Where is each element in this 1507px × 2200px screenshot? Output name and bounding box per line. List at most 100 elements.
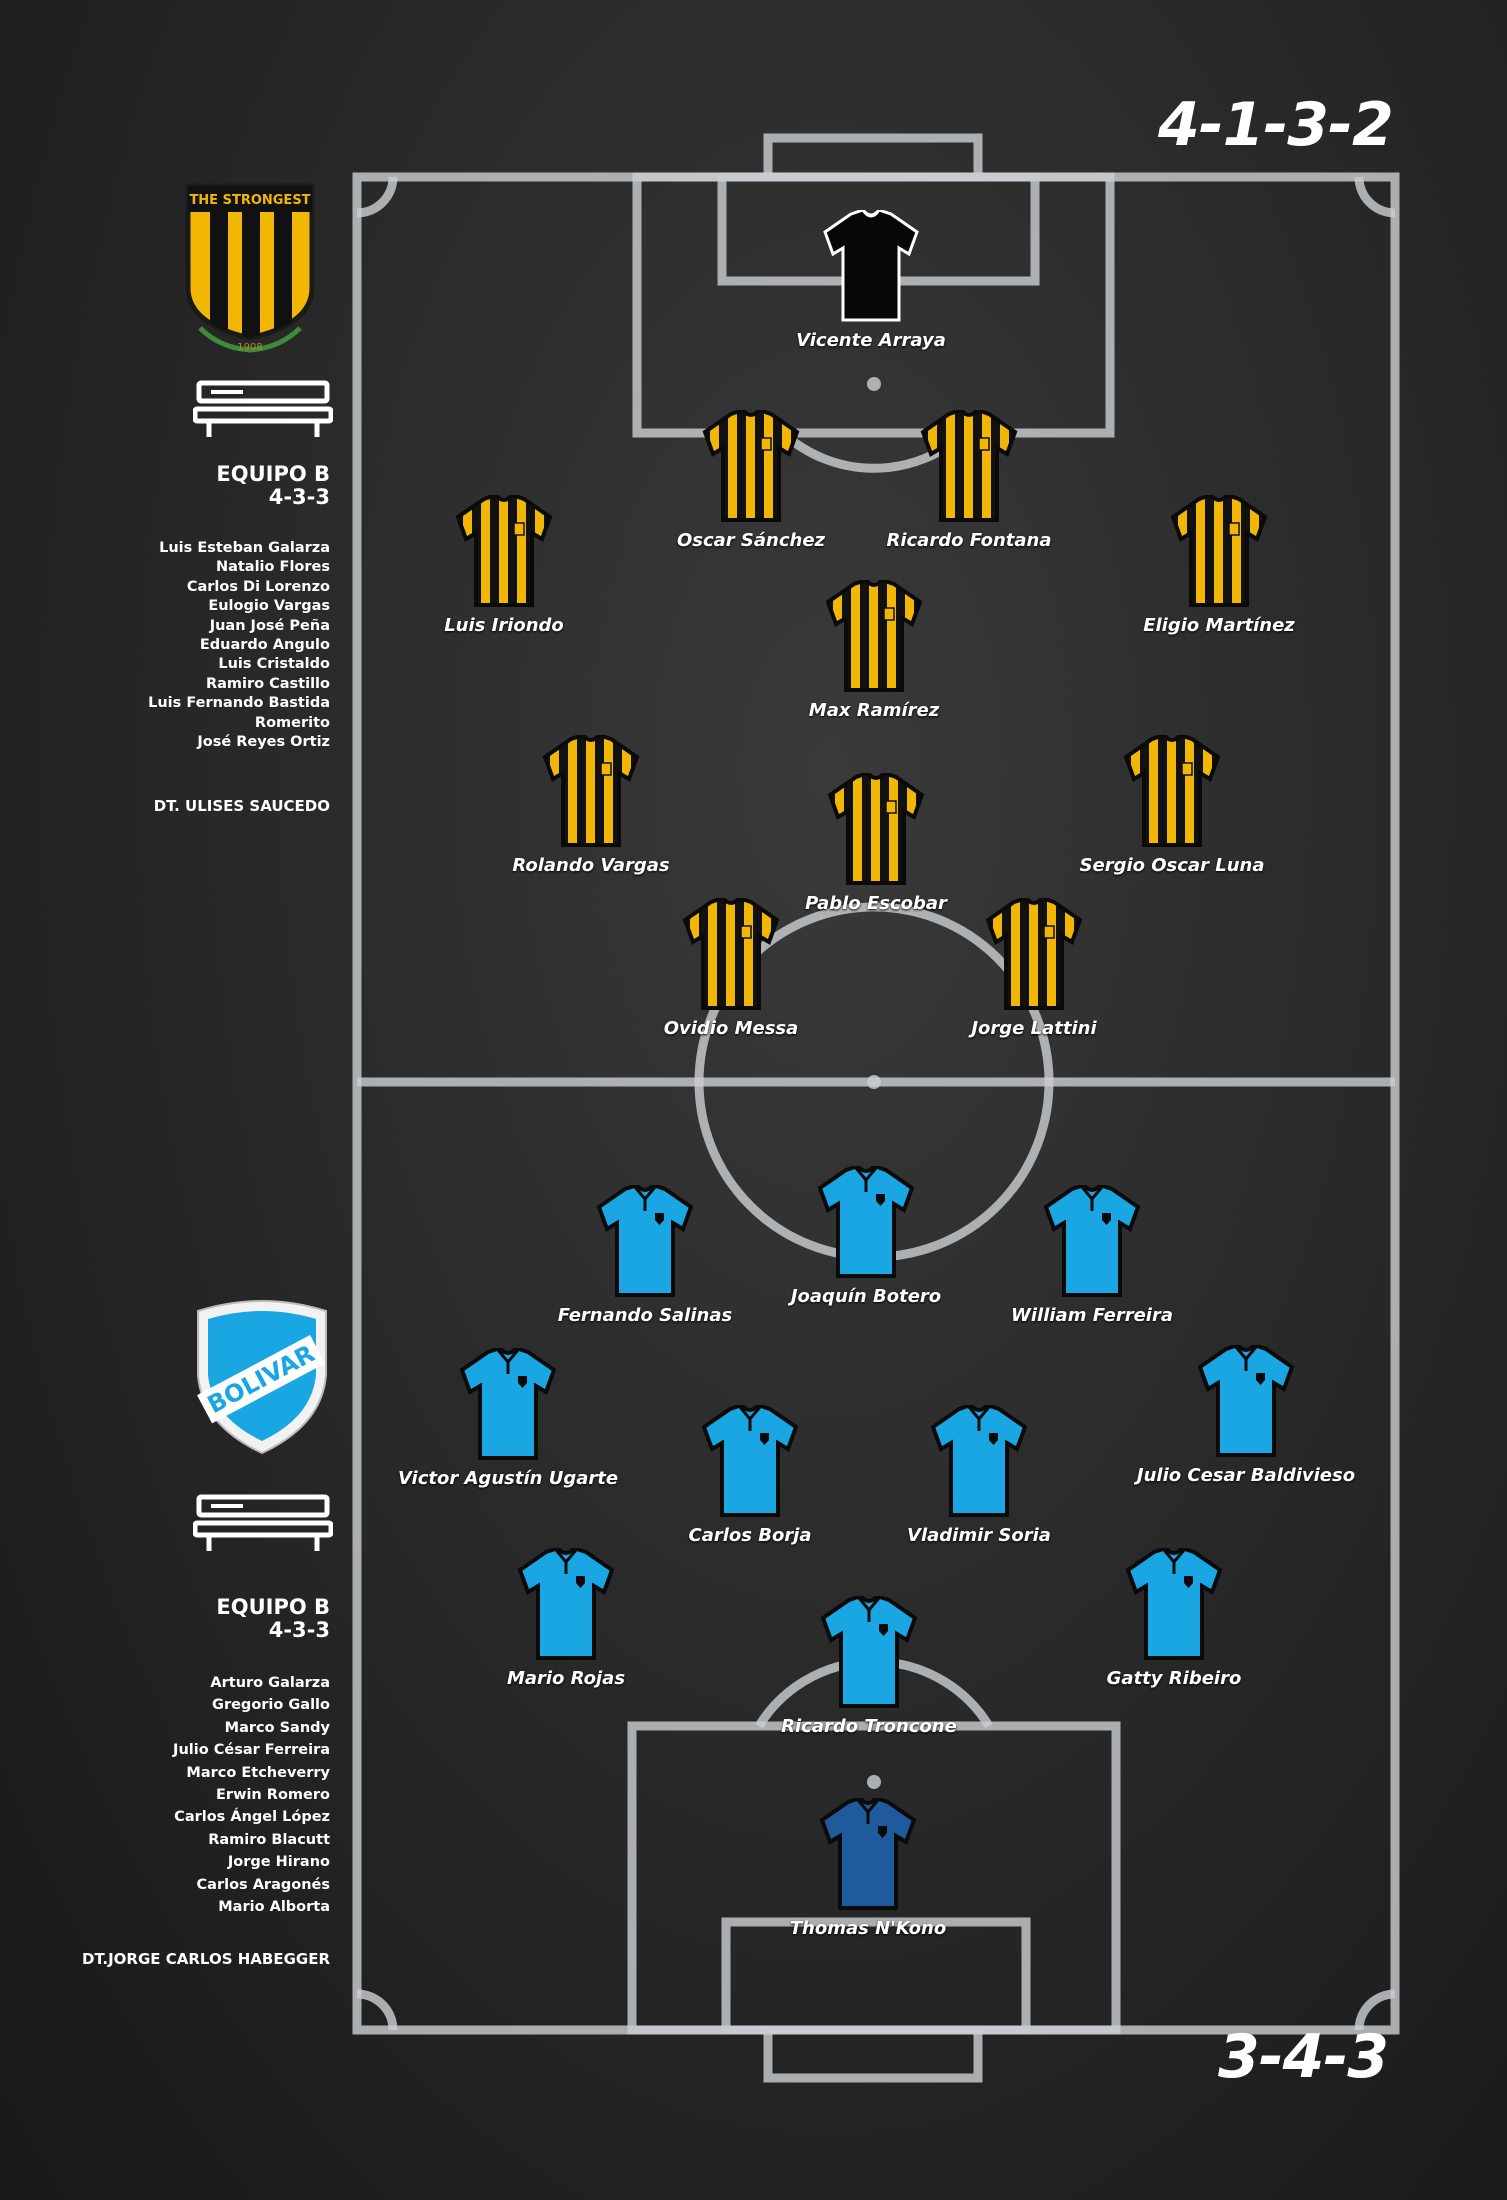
bench-player: Jorge Hirano [227,1854,330,1871]
bench-formation: 4-3-3 [268,485,330,509]
bench-player: Gregorio Gallo [212,1697,330,1714]
jersey-icon [597,1185,693,1297]
bench-formation: 4-3-3 [268,1618,330,1642]
bench-player: Juan José Peña [209,617,330,634]
player-victor-agustin-ugarte: Victor Agustín Ugarte [378,1348,638,1489]
bench-player: Julio César Ferreira [173,1742,330,1759]
bolivar-crest: BOLIVAR [197,1300,327,1455]
player-name: Oscar Sánchez [676,530,826,551]
bench-player: Eulogio Vargas [208,598,330,615]
jersey-icon [518,1548,614,1660]
jersey-icon [828,773,924,885]
player-joaquin-botero: Joaquín Botero [736,1166,996,1307]
bench-player: Carlos Di Lorenzo [186,578,330,595]
player-mario-rojas: Mario Rojas [436,1548,696,1689]
bench-player: Marco Etcheverry [186,1764,330,1781]
player-rolando-vargas: Rolando Vargas [461,735,721,876]
jersey-icon [702,1405,798,1517]
player-ovidio-messa: Ovidio Messa [601,898,861,1039]
top-bench-panel: EQUIPO B 4-3-3 Luis Esteban Galarza Nata… [90,463,330,752]
jersey-icon [826,580,922,692]
bench-list: Luis Esteban Galarza Natalio Flores Carl… [90,539,330,752]
jersey-icon [1198,1345,1294,1457]
bench-player: José Reyes Ortiz [197,734,330,751]
player-jorge-lattini: Jorge Lattini [904,898,1164,1039]
jersey-icon [986,898,1082,1010]
crest-year: 1908 [237,342,262,353]
player-william-ferreira: William Ferreira [962,1185,1222,1326]
jersey-icon [818,1166,914,1278]
jersey-icon [460,1348,556,1460]
top-formation: 4-1-3-2 [1158,90,1394,160]
player-carlos-borja: Carlos Borja [620,1405,880,1546]
bench-player: Eduardo Angulo [199,637,330,654]
player-name: Vicente Arraya [796,330,946,351]
bench-player: Mario Alborta [218,1899,330,1916]
player-fernando-salinas: Fernando Salinas [515,1185,775,1326]
player-name: Mario Rojas [506,1668,626,1689]
player-name: Ricardo Fontana [886,530,1052,551]
bench-player: Luis Fernando Bastida [148,695,330,712]
bottom-bench-panel: EQUIPO B 4-3-3 Arturo Galarza Gregorio G… [90,1596,330,1918]
player-pablo-escobar: Pablo Escobar [746,773,1006,914]
player-name: Victor Agustín Ugarte [397,1468,619,1489]
goalkeeper-jersey-icon [820,1798,916,1910]
jersey-icon [1171,495,1267,607]
player-name: Ovidio Messa [663,1018,799,1039]
bottom-coach: DT.JORGE CARLOS HABEGGER [82,1950,330,1968]
player-thomas-nkono: Thomas N'Kono [738,1798,998,1939]
player-name: Vladimir Soria [907,1525,1051,1546]
bench-icon [193,380,333,437]
player-name: Eligio Martínez [1143,615,1295,636]
bench-player: Ramiro Blacutt [208,1831,330,1848]
bench-player: Luis Esteban Galarza [159,540,330,556]
player-gatty-ribeiro: Gatty Ribeiro [1044,1548,1304,1689]
bench-player: Carlos Aragonés [196,1876,330,1893]
player-max-ramirez: Max Ramírez [744,580,1004,721]
player-name: William Ferreira [1011,1305,1173,1326]
top-coach: DT. ULISES SAUCEDO [153,797,330,815]
jersey-icon [1044,1185,1140,1297]
bench-player: Arturo Galarza [210,1675,330,1691]
bench-player: Luis Cristaldo [218,656,330,673]
player-ricardo-fontana: Ricardo Fontana [839,410,1099,551]
player-oscar-sanchez: Oscar Sánchez [621,410,881,551]
bottom-formation: 3-4-3 [1218,2022,1389,2092]
bench-title: EQUIPO B [216,1595,330,1619]
crest-text: THE STRONGEST [189,193,310,208]
player-eligio-martinez: Eligio Martínez [1089,495,1349,636]
player-name: Gatty Ribeiro [1106,1668,1242,1689]
bench-list: Arturo Galarza Gregorio Gallo Marco Sand… [90,1672,330,1918]
player-julio-cesar-baldivieso: Julio Cesar Baldivieso [1116,1345,1376,1486]
jersey-icon [921,410,1017,522]
bench-title: EQUIPO B [216,462,330,486]
player-name: Joaquín Botero [790,1286,942,1307]
player-name: Thomas N'Kono [789,1918,947,1939]
jersey-icon [683,898,779,1010]
bench-player: Natalio Flores [215,559,330,576]
bench-icon [193,1494,333,1551]
player-sergio-oscar-luna: Sergio Oscar Luna [1042,735,1302,876]
jersey-icon [543,735,639,847]
player-name: Luis Iriondo [444,615,564,636]
bench-player: Marco Sandy [224,1719,330,1736]
player-name: Ricardo Troncone [781,1716,957,1737]
player-luis-iriondo: Luis Iriondo [374,495,634,636]
player-ricardo-troncone: Ricardo Troncone [739,1596,999,1737]
jersey-icon [821,1596,917,1708]
jersey-icon [703,410,799,522]
player-name: Max Ramírez [808,700,940,721]
jersey-icon [1126,1548,1222,1660]
player-name: Julio Cesar Baldivieso [1136,1465,1356,1486]
goalkeeper-jersey-icon [823,210,919,322]
jersey-icon [456,495,552,607]
player-name: Fernando Salinas [557,1305,733,1326]
bench-player: Carlos Ángel López [174,1809,330,1826]
player-name: Pablo Escobar [805,893,947,914]
player-vladimir-soria: Vladimir Soria [849,1405,1109,1546]
jersey-icon [931,1405,1027,1517]
player-name: Jorge Lattini [971,1018,1097,1039]
bench-player: Erwin Romero [216,1787,330,1804]
bench-player: Ramiro Castillo [205,675,330,692]
